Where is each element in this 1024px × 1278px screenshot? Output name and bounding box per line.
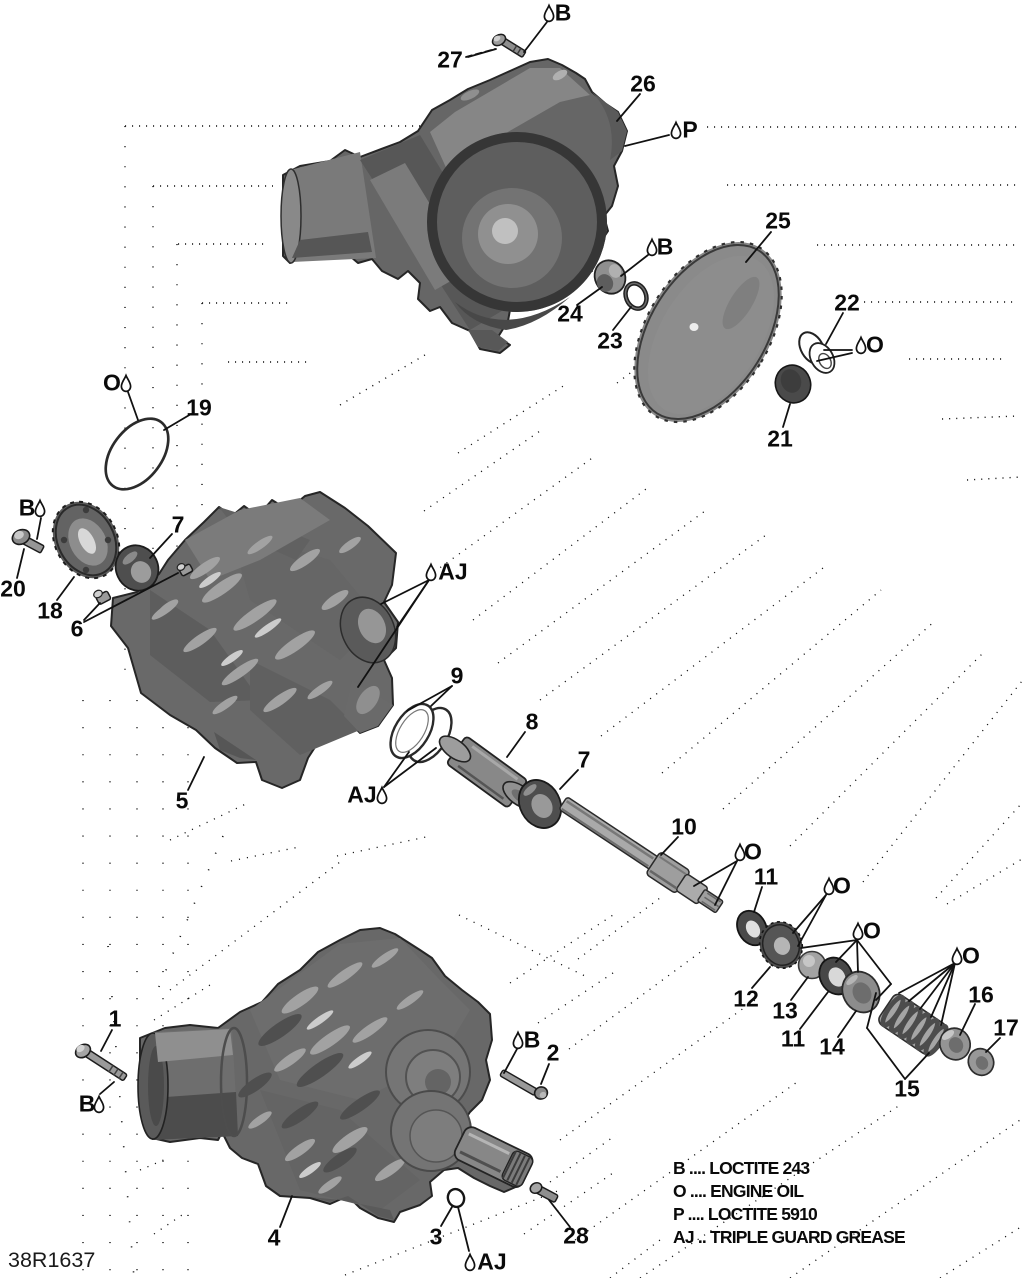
- svg-text:B: B: [524, 1027, 541, 1053]
- svg-text:7: 7: [578, 747, 591, 773]
- svg-text:6: 6: [71, 616, 84, 642]
- svg-text:24: 24: [557, 301, 583, 327]
- svg-text:11: 11: [781, 1026, 806, 1052]
- svg-text:20: 20: [0, 576, 26, 602]
- svg-text:B: B: [19, 495, 36, 521]
- svg-text:O: O: [744, 839, 762, 865]
- svg-text:3: 3: [430, 1224, 443, 1250]
- svg-text:26: 26: [630, 71, 656, 97]
- svg-text:2: 2: [547, 1040, 560, 1066]
- svg-text:38R1637: 38R1637: [8, 1248, 95, 1272]
- svg-text:16: 16: [968, 982, 994, 1008]
- svg-text:14: 14: [819, 1034, 845, 1060]
- svg-text:AJ: AJ: [477, 1249, 506, 1275]
- svg-text:5: 5: [176, 788, 189, 814]
- svg-text:P: P: [682, 117, 697, 143]
- svg-text:B: B: [79, 1091, 96, 1117]
- svg-text:AJ: AJ: [347, 782, 376, 808]
- svg-text:O: O: [103, 370, 121, 396]
- svg-text:P .... LOCTITE 5910: P .... LOCTITE 5910: [673, 1204, 818, 1224]
- svg-text:7: 7: [172, 512, 185, 538]
- svg-text:O: O: [962, 943, 980, 969]
- svg-text:B: B: [657, 234, 674, 260]
- svg-text:O: O: [866, 332, 884, 358]
- svg-text:AJ .. TRIPLE GUARD GREASE: AJ .. TRIPLE GUARD GREASE: [673, 1227, 905, 1247]
- svg-text:O .... ENGINE OIL: O .... ENGINE OIL: [673, 1181, 804, 1201]
- svg-text:O: O: [863, 918, 881, 944]
- svg-text:9: 9: [451, 663, 464, 689]
- svg-text:19: 19: [186, 395, 212, 421]
- svg-text:27: 27: [437, 47, 463, 73]
- svg-text:4: 4: [268, 1225, 281, 1251]
- svg-text:28: 28: [563, 1223, 589, 1249]
- svg-text:22: 22: [834, 290, 860, 316]
- svg-text:B .... LOCTITE 243: B .... LOCTITE 243: [673, 1158, 810, 1178]
- svg-text:17: 17: [993, 1015, 1019, 1041]
- svg-text:1: 1: [109, 1006, 122, 1032]
- svg-text:18: 18: [37, 598, 63, 624]
- svg-text:15: 15: [894, 1076, 920, 1102]
- svg-text:11: 11: [754, 864, 779, 890]
- svg-text:O: O: [833, 873, 851, 899]
- svg-text:13: 13: [772, 998, 798, 1024]
- svg-text:21: 21: [767, 426, 793, 452]
- svg-text:8: 8: [526, 709, 539, 735]
- svg-text:B: B: [555, 0, 572, 26]
- svg-text:AJ: AJ: [438, 559, 467, 585]
- svg-text:10: 10: [671, 814, 697, 840]
- svg-text:23: 23: [597, 328, 623, 354]
- svg-text:12: 12: [733, 986, 759, 1012]
- svg-text:25: 25: [765, 208, 791, 234]
